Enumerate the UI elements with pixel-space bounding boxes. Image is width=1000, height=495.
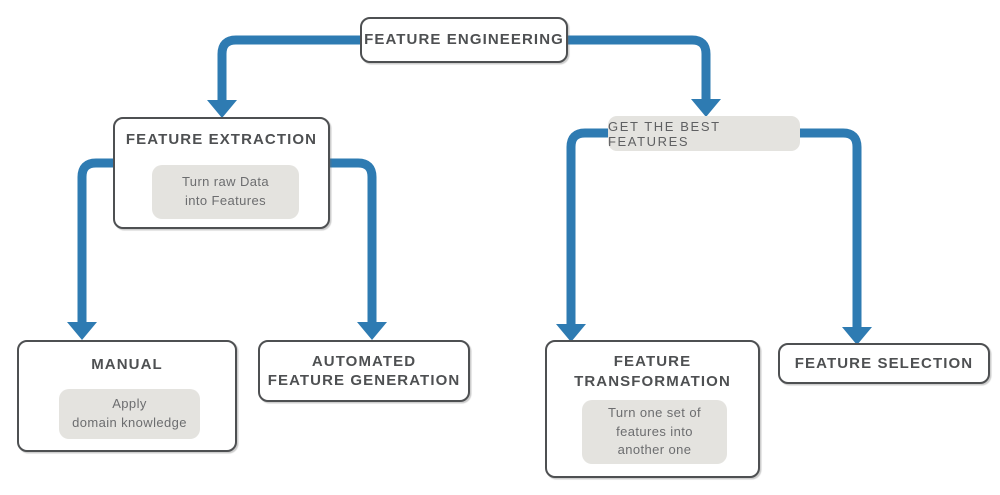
node-feature-extraction: FEATURE EXTRACTION Turn raw Data into Fe… — [113, 117, 330, 229]
arrow-root-to-extraction — [207, 35, 360, 118]
node-title: MANUAL — [91, 356, 163, 373]
arrow-best-to-selection — [794, 128, 872, 345]
node-title: FEATURE TRANSFORMATION — [574, 353, 731, 390]
arrow-root-to-best-features — [568, 35, 721, 117]
arrow-extraction-to-automated — [325, 158, 387, 340]
node-feature-selection: FEATURE SELECTION — [778, 343, 990, 384]
node-feature-transformation: FEATURE TRANSFORMATION Turn one set of f… — [545, 340, 760, 478]
node-manual: MANUAL Apply domain knowledge — [17, 340, 237, 452]
node-title: FEATURE ENGINEERING — [364, 31, 564, 49]
node-automated-feature-generation: AUTOMATED FEATURE GENERATION — [258, 340, 470, 402]
node-get-the-best-features: GET THE BEST FEATURES — [608, 116, 800, 151]
arrowhead-down-icon — [67, 322, 97, 340]
note-turn-raw-data: Turn raw Data into Features — [152, 165, 299, 219]
note-turn-one-set: Turn one set of features into another on… — [582, 400, 727, 464]
arrowhead-down-icon — [691, 99, 721, 117]
arrowhead-down-icon — [207, 100, 237, 118]
arrow-best-to-transformation — [556, 128, 614, 342]
arrowhead-down-icon — [842, 327, 872, 345]
node-title: AUTOMATED FEATURE GENERATION — [267, 352, 461, 390]
node-feature-engineering: FEATURE ENGINEERING — [360, 17, 568, 63]
arrow-extraction-to-manual — [67, 158, 118, 340]
arrowhead-down-icon — [357, 322, 387, 340]
node-title: GET THE BEST FEATURES — [608, 118, 721, 149]
arrowhead-down-icon — [556, 324, 586, 342]
node-title: FEATURE EXTRACTION — [125, 131, 318, 148]
note-apply-domain-knowledge: Apply domain knowledge — [59, 389, 200, 439]
node-title: FEATURE SELECTION — [794, 354, 974, 372]
